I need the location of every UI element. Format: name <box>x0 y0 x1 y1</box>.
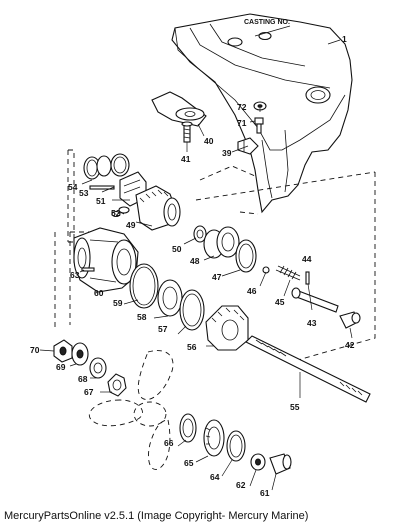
callout-56: 56 <box>187 342 197 352</box>
gear-housing <box>171 13 353 214</box>
part-63-stud <box>81 267 95 272</box>
assembly-outlines <box>54 149 376 361</box>
callout-54: 54 <box>68 182 78 192</box>
callout-63: 63 <box>70 270 80 280</box>
part-40-plate <box>151 91 207 127</box>
image-caption: MercuryPartsOnline v2.5.1 (Image Copyrig… <box>4 510 309 522</box>
callout-1: 1 <box>342 34 347 44</box>
part-43-cam <box>291 287 339 313</box>
part-65-gear <box>203 419 225 457</box>
part-54-rings <box>83 153 130 180</box>
callout-57: 57 <box>158 324 168 334</box>
part-68-spacer <box>89 357 107 379</box>
part-61-bushing <box>269 453 292 475</box>
callout-66: 66 <box>164 438 174 448</box>
callout-52: 52 <box>111 208 121 218</box>
part-59-o-ring <box>129 263 159 309</box>
part-62-washer <box>250 453 266 471</box>
callout-55: 55 <box>290 402 300 412</box>
part-42-cam-follower <box>339 311 361 329</box>
callout-46: 46 <box>247 286 257 296</box>
part-47-ring <box>235 239 257 273</box>
callout-64: 64 <box>210 472 220 482</box>
callout-44: 44 <box>302 254 312 264</box>
callout-51: 51 <box>96 196 106 206</box>
part-46-ball <box>262 266 270 274</box>
part-45-spring <box>275 265 301 281</box>
part-55-propeller-shaft <box>245 335 371 403</box>
callout-70: 70 <box>30 345 40 355</box>
callout-45: 45 <box>275 297 285 307</box>
callout-62: 62 <box>236 480 246 490</box>
callout-48: 48 <box>190 256 200 266</box>
callout-39: 39 <box>222 148 232 158</box>
propeller-outline <box>88 350 174 470</box>
callout-61: 61 <box>260 488 270 498</box>
part-70-nut <box>53 339 73 363</box>
callout-40: 40 <box>204 136 214 146</box>
leader-lines <box>39 25 353 491</box>
part-66-ring <box>179 413 197 443</box>
part-60-bearing-carrier <box>73 227 139 293</box>
callout-labels: CASTING NO. 1 39 40 41 42 43 44 45 46 47… <box>30 19 355 498</box>
callout-71: 71 <box>237 118 247 128</box>
callout-43: 43 <box>307 318 317 328</box>
part-57-ring <box>179 289 205 331</box>
part-56-gear <box>205 305 249 351</box>
part-52-spring <box>111 206 130 218</box>
callout-41: 41 <box>181 154 191 164</box>
callout-59: 59 <box>113 298 123 308</box>
callout-72: 72 <box>237 102 247 112</box>
part-58-bearing <box>157 279 183 317</box>
part-67-tab-washer <box>107 373 127 397</box>
callout-49: 49 <box>126 220 136 230</box>
callout-50: 50 <box>172 244 182 254</box>
callout-53: 53 <box>79 188 89 198</box>
part-69-washer <box>71 342 89 366</box>
part-50-bearing <box>193 225 207 243</box>
callout-60: 60 <box>94 288 104 298</box>
callout-58: 58 <box>137 312 147 322</box>
part-41-screw <box>181 121 193 143</box>
callout-69: 69 <box>56 362 66 372</box>
part-49-gear <box>135 185 181 231</box>
casting-no-label: CASTING NO. <box>244 19 290 26</box>
callout-65: 65 <box>184 458 194 468</box>
callout-42: 42 <box>345 340 355 350</box>
callout-47: 47 <box>212 272 222 282</box>
part-44-pin <box>305 271 310 285</box>
part-64-ring <box>226 430 246 462</box>
part-48-bearing <box>203 226 240 259</box>
callout-68: 68 <box>78 374 88 384</box>
callout-67: 67 <box>84 387 94 397</box>
part-53-pin <box>89 185 115 190</box>
